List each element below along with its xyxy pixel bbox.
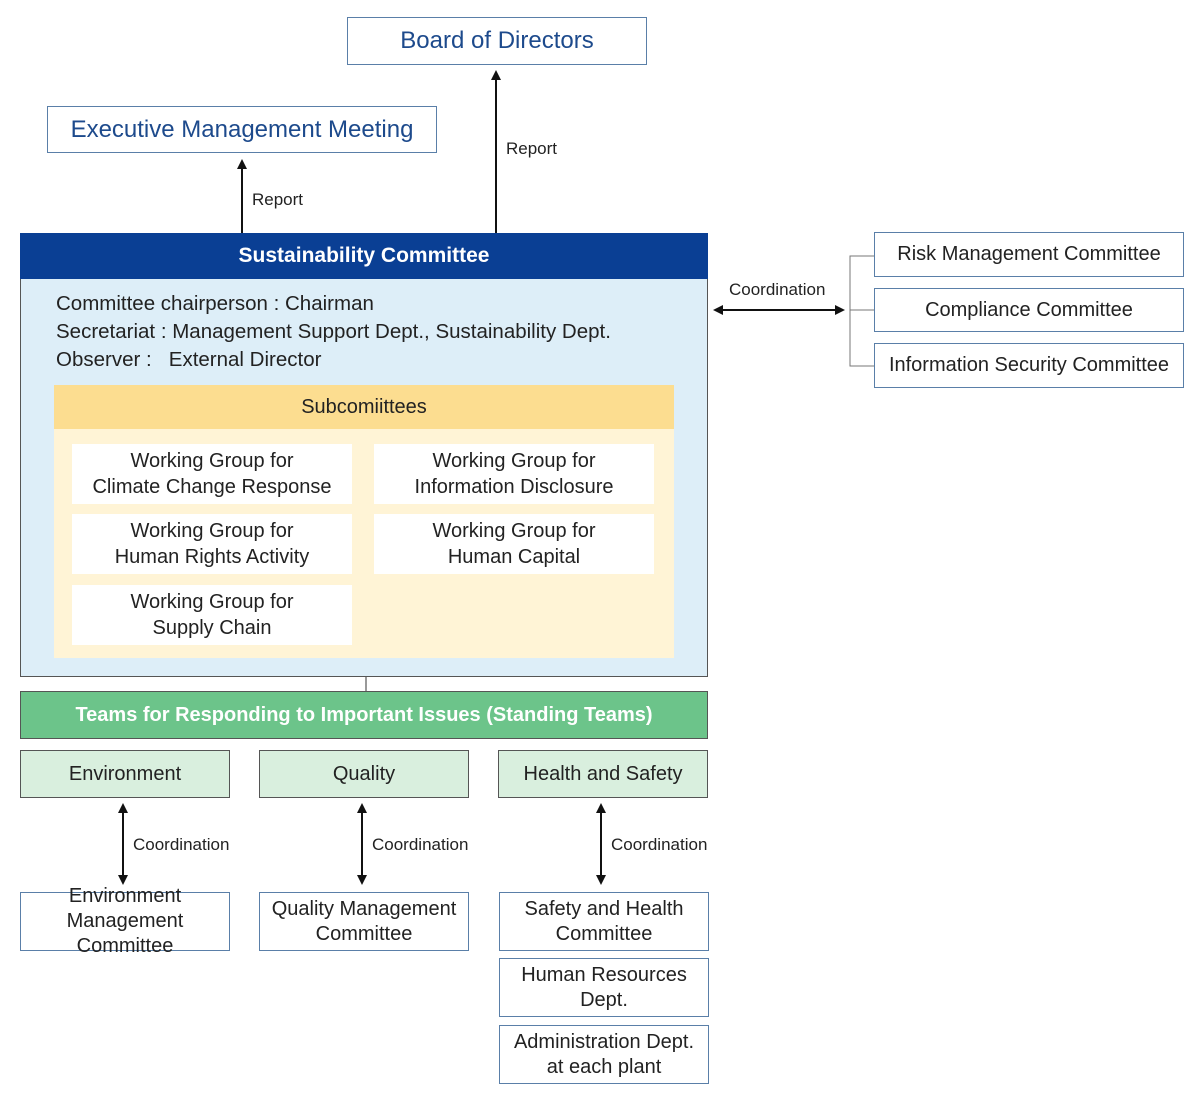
side-committee-label: Risk Management Committee bbox=[897, 243, 1161, 265]
team-label: Health and Safety bbox=[523, 762, 683, 785]
wg-line1: Working Group for bbox=[130, 520, 294, 542]
committee-line1: Environment bbox=[68, 885, 182, 907]
observer-line: Observer : External Director bbox=[56, 348, 322, 371]
working-group-climate: Working Group for Climate Change Respons… bbox=[72, 444, 352, 504]
human-resources-dept: Human Resources Dept. bbox=[499, 958, 709, 1017]
board-title: Board of Directors bbox=[400, 27, 594, 54]
wg-line2: Supply Chain bbox=[152, 617, 272, 639]
executive-management-box: Executive Management Meeting bbox=[47, 106, 437, 153]
board-of-directors-box: Board of Directors bbox=[347, 17, 647, 65]
wg-line2: Human Rights Activity bbox=[114, 546, 310, 568]
risk-management-committee: Risk Management Committee bbox=[874, 232, 1184, 277]
wg-line1: Working Group for bbox=[130, 450, 294, 472]
coordination-label-quality: Coordination bbox=[372, 835, 469, 854]
side-committee-label: Information Security Committee bbox=[888, 354, 1170, 376]
committee-line2: Committee bbox=[555, 922, 653, 945]
coordination-label-health: Coordination bbox=[611, 835, 708, 854]
committee-line1: Administration Dept. bbox=[513, 1030, 695, 1053]
wg-line1: Working Group for bbox=[432, 520, 596, 542]
coordination-label-right: Coordination bbox=[729, 280, 826, 299]
committee-line1: Safety and Health bbox=[524, 897, 684, 920]
executive-title: Executive Management Meeting bbox=[70, 115, 414, 143]
committee-line2: Dept. bbox=[580, 988, 628, 1011]
safety-health-committee: Safety and Health Committee bbox=[499, 892, 709, 951]
subcommittees-header: Subcomiittees bbox=[54, 385, 674, 429]
side-committee-label: Compliance Committee bbox=[925, 298, 1133, 321]
sustainability-committee-header: Sustainability Committee bbox=[20, 233, 708, 279]
sustainability-title: Sustainability Committee bbox=[238, 244, 490, 267]
chairperson-line: Committee chairperson : Chairman bbox=[56, 292, 374, 315]
wg-line1: Working Group for bbox=[130, 591, 294, 613]
team-label: Environment bbox=[68, 762, 182, 785]
team-quality: Quality bbox=[259, 750, 469, 798]
wg-line2: Human Capital bbox=[447, 546, 581, 568]
standing-teams-header: Teams for Responding to Important Issues… bbox=[20, 691, 708, 739]
committee-line1: Human Resources bbox=[521, 963, 687, 986]
standing-teams-title: Teams for Responding to Important Issues… bbox=[75, 703, 653, 726]
team-health-safety: Health and Safety bbox=[498, 750, 708, 798]
administration-dept-plant: Administration Dept. at each plant bbox=[499, 1025, 709, 1084]
committee-line2: Committee bbox=[315, 922, 413, 945]
team-label: Quality bbox=[332, 762, 396, 785]
working-group-disclosure: Working Group for Information Disclosure bbox=[374, 444, 654, 504]
wg-line1: Working Group for bbox=[432, 450, 596, 472]
information-security-committee: Information Security Committee bbox=[874, 343, 1184, 388]
working-group-human-rights: Working Group for Human Rights Activity bbox=[72, 514, 352, 574]
subcommittees-title: Subcomiittees bbox=[301, 395, 427, 418]
wg-line2: Information Disclosure bbox=[414, 476, 614, 498]
wg-line2: Climate Change Response bbox=[92, 476, 332, 498]
committee-line1: Quality Management bbox=[271, 897, 457, 920]
team-environment: Environment bbox=[20, 750, 230, 798]
coordination-label-environment: Coordination bbox=[133, 835, 230, 854]
side-committee-bracket bbox=[849, 255, 874, 367]
quality-management-committee: Quality Management Committee bbox=[259, 892, 469, 951]
working-group-human-capital: Working Group for Human Capital bbox=[374, 514, 654, 574]
report-label-board: Report bbox=[506, 139, 558, 158]
committee-line2: at each plant bbox=[546, 1055, 662, 1078]
compliance-committee: Compliance Committee bbox=[874, 288, 1184, 332]
environment-management-committee: Environment Management Committee bbox=[20, 885, 230, 957]
working-group-supply-chain: Working Group for Supply Chain bbox=[72, 585, 352, 645]
report-label-executive: Report bbox=[252, 190, 304, 209]
committee-line2: Management Committee bbox=[66, 910, 184, 957]
secretariat-line: Secretariat : Management Support Dept., … bbox=[56, 320, 611, 343]
